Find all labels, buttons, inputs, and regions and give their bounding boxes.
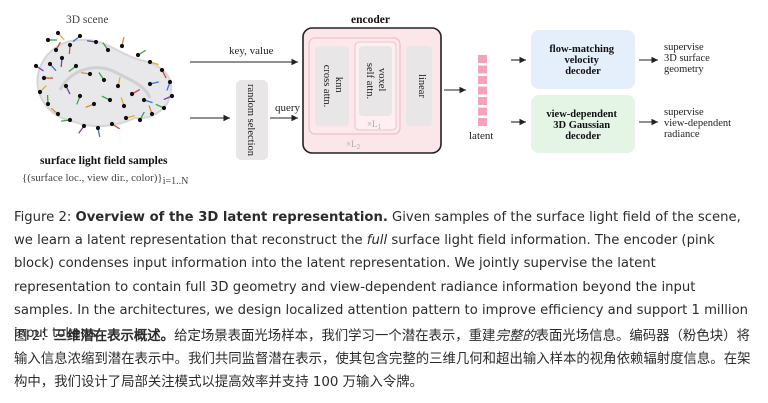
surface-sample-point [147,59,153,65]
surface-sample-point [109,121,115,127]
surface-sample-point [55,30,61,36]
surface-sample-point [87,71,93,77]
supervise1-label: supervise 3D surface geometry [664,42,712,75]
latent-token [478,65,487,74]
surface-sample-point [149,111,155,117]
voxel-self-attn-block [359,46,392,116]
latent-tokens [478,55,487,126]
caption-chinese: 图 2：三维潜在表示概述。给定场景表面光场样本，我们学习一个潜在表示，重建完整的… [14,325,756,395]
random-selection-label: random selection [245,84,256,157]
supervise2-label: supervise view-dependent radiance [664,107,734,140]
surface-sample-point [55,111,61,117]
caption-italic: full [366,233,388,249]
latent-token [478,86,487,95]
surface-sample-point [67,42,73,48]
surface-sample-point [33,63,39,69]
scene-point-cloud [33,30,175,137]
surface-sample-point [45,37,51,43]
knn-label: knn cross attn. [321,65,344,108]
key-value-label: key, value [229,45,274,57]
surface-sample-point [73,63,79,69]
surface-sample-point [77,33,83,39]
overview-figure: 3D scene surface light field samples {(s… [22,14,734,187]
latent-token [478,55,487,63]
caption-zh-bold-title: 三维潜在表示概述。 [53,329,175,344]
query-label: query [275,102,301,114]
surface-sample-point [77,93,83,99]
surface-sample-point [95,125,101,131]
samples-formula: {(surface loc., view dir., color)}i=1..N [22,172,188,187]
samples-title: surface light field samples [40,155,168,167]
scene-label: 3D scene [66,14,108,26]
surface-sample-point [147,81,153,87]
encoder-title: encoder [351,14,390,26]
surface-sample-point [167,79,173,85]
surface-sample-point [81,123,87,129]
surface-sample-point [161,105,167,111]
surface-sample-point [93,39,99,45]
surface-sample-point [169,93,175,99]
decoder2-label: view-dependent 3D Gaussian decoder [546,109,619,142]
surface-sample-point [159,67,165,73]
caption-zh-label: 图 2： [14,329,54,344]
surface-sample-point [53,47,59,53]
surface-sample-point [129,91,135,97]
caption-english: Figure 2: Overview of the 3D latent repr… [14,206,756,345]
surface-sample-point [41,75,47,81]
caption-text-2: surface light field information. The enc… [14,233,748,342]
flow-matching-decoder-block [531,30,635,89]
caption-zh-italic: 完整的 [495,329,536,344]
surface-sample-point [45,101,51,107]
decoder1-label: flow-matching velocity decoder [549,44,616,77]
latent-label: latent [469,130,493,142]
gaussian-decoder-block [531,95,635,153]
surface-sample-point [107,97,113,103]
surface-sample-point [101,77,107,83]
caption-zh-text-2: 表面光场信息。编码器（粉色块）将输入信息浓缩到潜在表示中。我们共同监督潜在表示，… [14,329,751,391]
surface-sample-point [47,61,53,67]
caption-bold-title: Overview of the 3D latent representation… [75,210,388,225]
surface-sample-point [137,117,143,123]
l2-label: ×L2 [346,139,361,151]
random-selection-block [236,80,268,160]
caption-zh-text-1: 给定场景表面光场样本，我们学习一个潜在表示，重建 [174,329,496,344]
linear-label: linear [416,74,427,98]
voxel-label: voxel self attn. [364,63,387,99]
surface-sample-point [63,83,69,89]
surface-sample-point [119,43,125,49]
surface-sample-point [59,55,65,61]
surface-sample-point [91,101,97,107]
knn-cross-attn-block [315,46,349,126]
surface-sample-point [135,52,141,58]
surface-sample-point [115,83,121,89]
linear-block [406,46,432,126]
surface-sample-point [37,89,43,95]
latent-token [478,76,487,84]
surface-sample-point [141,97,147,103]
latent-token [478,97,487,105]
latent-token [478,118,487,126]
latent-token [478,107,487,116]
caption-text-1: Given samples of the surface light field… [14,210,741,249]
surface-sample-point [123,115,129,121]
surface-sample-point [67,117,73,123]
surface-sample-point [105,47,111,53]
caption-label: Figure 2: [14,210,76,225]
l1-label: ×L1 [367,119,382,131]
surface-sample-point [121,103,127,109]
